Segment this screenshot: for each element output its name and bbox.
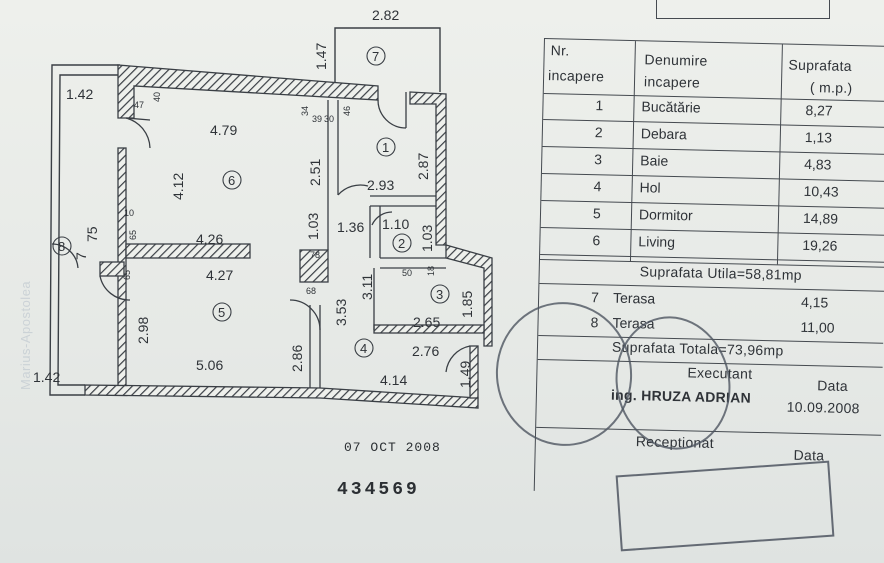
dim-hall-left: 3.53: [333, 299, 349, 326]
row-nr: 5: [592, 205, 602, 222]
dim-terrace-top: 1.42: [66, 86, 93, 102]
room-id-6: 6: [228, 173, 235, 188]
dim-hall-left-top: 1.03: [305, 213, 321, 240]
hdr-name-1: Denumire: [644, 51, 708, 69]
dim-entrance: 1.49: [457, 361, 473, 388]
row-nr: 6: [592, 232, 601, 249]
sdim-39: 39: [312, 114, 322, 124]
dim-kitchen-width: 2.93: [367, 177, 394, 193]
dim-terrace8-door: 75: [84, 226, 100, 242]
terrace-area: 11,00: [800, 318, 835, 336]
sdim-65-upper: 65: [128, 230, 138, 240]
sdim-34: 34: [300, 106, 310, 116]
hdr-name-2: incapere: [643, 73, 701, 91]
floor-plan: 1.42 4.79 4.12 2.51 2.93 2.87 1.36 1.10 …: [33, 7, 493, 409]
executant-date: 10.09.2008: [786, 398, 860, 417]
dim-bedroom-top: 4.27: [206, 267, 233, 283]
row-nr: 3: [594, 151, 603, 168]
dim-debara-width: 1.10: [382, 216, 409, 232]
utila-text: Suprafata Utila=58,81mp: [639, 263, 803, 283]
dim-bath-width: 2.65: [413, 314, 440, 330]
dim-terrace-bottom: 1.42: [33, 369, 60, 385]
dim-hall-lower-left: 2.86: [289, 345, 305, 372]
row-nr: 4: [593, 178, 602, 195]
dim-kitchen-right: 2.87: [415, 153, 431, 180]
dim-hall-bottom: 4.14: [380, 372, 407, 388]
row-nr: 1: [595, 97, 604, 114]
dim-debara-right: 1.03: [419, 225, 435, 252]
row-name: Baie: [640, 152, 669, 169]
rect-stamp-cadastru: [615, 460, 835, 552]
dim-kitchen-left: 2.51: [307, 159, 323, 186]
dim-living-height: 4.12: [170, 173, 186, 200]
dim-bath-right: 1.85: [459, 291, 475, 318]
sdim-18: 18: [426, 266, 436, 276]
hdr-area-2: ( m.p.): [809, 79, 853, 97]
sdim-30: 30: [324, 114, 334, 124]
dim-bedroom-left: 2.98: [135, 317, 151, 344]
dim-living-bottom: 4.26: [196, 231, 223, 247]
row-name: Debara: [640, 125, 687, 143]
row-name: Living: [638, 233, 676, 251]
dim-hall-width: 2.76: [412, 343, 439, 359]
sdim-10: 10: [124, 208, 134, 218]
terrace-area: 4,15: [800, 293, 829, 311]
hatched-walls: [84, 64, 493, 409]
room-id-3: 3: [436, 287, 443, 302]
row-area: 14,89: [802, 209, 839, 227]
executant-date-label: Data: [817, 377, 849, 394]
hdr-nr-1: Nr.: [550, 42, 570, 59]
dim-hall-middle: 3.11: [359, 274, 375, 300]
number-stamp: 434569: [337, 480, 420, 500]
row-area: 1,13: [804, 128, 833, 146]
dim-terrace8-small: 7: [73, 252, 89, 260]
row-name: Dormitor: [638, 206, 693, 224]
room-id-7: 7: [372, 49, 379, 64]
table-header: Nr. incapere Denumire incapere Suprafata…: [543, 39, 884, 102]
date-stamp: 07 OCT 2008: [344, 440, 441, 455]
sdim-68: 68: [306, 286, 316, 296]
room-id-4: 4: [360, 341, 367, 356]
dim-bedroom-bottom: 5.06: [196, 357, 223, 373]
hdr-area-1: Suprafata: [788, 56, 853, 74]
room-id-8: 8: [58, 239, 65, 254]
row-area: 19,26: [802, 236, 838, 254]
row-area: 10,43: [803, 182, 839, 200]
sdim-65-lower: 65: [122, 270, 132, 280]
interior-lines: [51, 92, 471, 388]
dim-debara-top: 1.36: [337, 219, 364, 235]
watermark-text: Marius-Apostolea: [18, 280, 33, 390]
row-nr: 2: [594, 124, 603, 141]
sdim-46: 46: [342, 106, 352, 116]
dim-terrace7-width: 2.82: [372, 7, 399, 23]
terrace-nr: 7: [590, 289, 600, 306]
wall-lines: [49, 27, 441, 396]
sdim-50: 50: [402, 268, 412, 278]
dim-terrace7-height: 1.47: [313, 43, 329, 70]
top-frame-box: [656, 0, 830, 19]
room-id-2: 2: [398, 236, 405, 251]
row-area: 8,27: [805, 101, 833, 119]
hdr-nr-2: incapere: [547, 67, 605, 85]
terrace-name: Terasa: [612, 289, 656, 307]
sdim-40: 40: [152, 92, 162, 102]
row-name: Hol: [639, 179, 661, 196]
row-area: 4,83: [804, 155, 832, 173]
sdim-47: 47: [134, 100, 144, 110]
sdim-78: 78: [310, 250, 320, 260]
room-id-1: 1: [382, 140, 389, 155]
dim-living-width: 4.79: [210, 122, 237, 138]
row-name: Bucătărie: [641, 98, 701, 116]
room-id-5: 5: [218, 305, 225, 320]
